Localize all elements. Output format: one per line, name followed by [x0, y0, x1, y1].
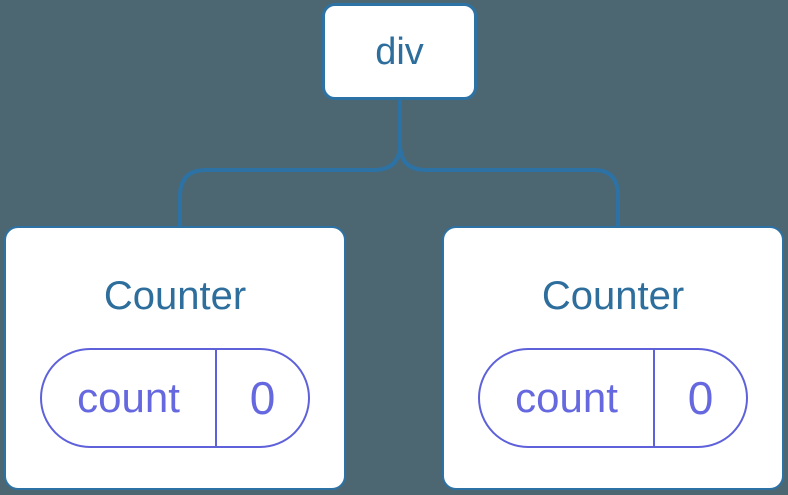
connector-left-branch	[178, 99, 402, 227]
state-key: count	[42, 350, 217, 446]
root-node-label: div	[375, 30, 424, 73]
root-node-div: div	[322, 3, 477, 100]
counter-title: Counter	[103, 274, 247, 318]
state-pill: count 0	[478, 348, 748, 448]
counter-node-left: Counter count 0	[4, 226, 346, 490]
connector-right-branch	[398, 99, 620, 227]
counter-title: Counter	[541, 274, 685, 318]
state-value: 0	[249, 372, 276, 424]
state-key: count	[480, 350, 655, 446]
state-value: 0	[687, 372, 714, 424]
state-pill: count 0	[40, 348, 310, 448]
counter-node-right: Counter count 0	[442, 226, 784, 490]
